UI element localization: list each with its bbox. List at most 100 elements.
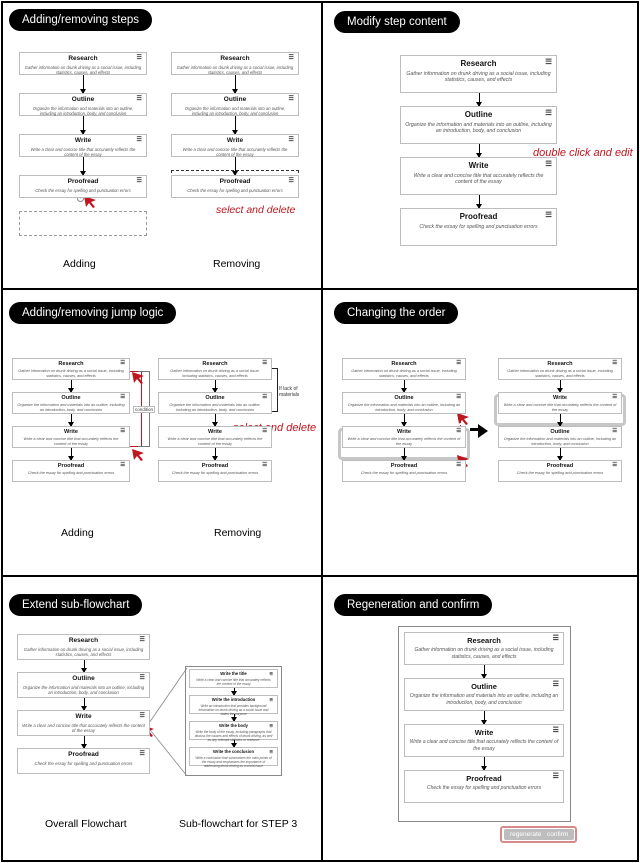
list-edit-icon[interactable]: ☰ [288, 136, 294, 143]
step-node[interactable]: Write the conclusion☰Write a conclusion … [189, 747, 278, 768]
list-edit-icon[interactable]: ☰ [288, 54, 294, 61]
step-node[interactable]: Write☰Write a clear and concise title th… [342, 426, 466, 448]
step-node[interactable]: Research☰Gather information on drunk dri… [158, 358, 272, 380]
list-edit-icon[interactable]: ☰ [120, 360, 125, 366]
drag-path [460, 400, 461, 448]
step-description: Organize the information and materials i… [184, 105, 286, 116]
step-node[interactable]: Research☰Gather information on drunk dri… [404, 632, 564, 665]
list-edit-icon[interactable]: ☰ [269, 749, 273, 754]
step-node[interactable]: Outline☰Organize the information and mat… [12, 392, 130, 414]
list-edit-icon[interactable]: ☰ [456, 394, 461, 400]
list-edit-icon[interactable]: ☰ [552, 772, 559, 780]
list-edit-icon[interactable]: ☰ [136, 95, 142, 102]
regenerate-button[interactable]: regenerate [504, 829, 548, 840]
step-description: Gather information on drunk driving as a… [24, 64, 142, 75]
list-edit-icon[interactable]: ☰ [139, 674, 145, 681]
step-node[interactable]: Write☰Write a clear and concise title th… [498, 392, 622, 414]
step-node[interactable]: Write☰Write a clear and concise title th… [171, 134, 299, 157]
list-edit-icon[interactable]: ☰ [262, 394, 267, 400]
list-edit-icon[interactable]: ☰ [612, 360, 617, 366]
zoom-lines [146, 667, 188, 777]
list-edit-icon[interactable]: ☰ [262, 360, 267, 366]
list-edit-icon[interactable]: ☰ [545, 57, 552, 66]
list-edit-icon[interactable]: ☰ [269, 697, 273, 702]
step-node[interactable]: Outline☰Organize the information and mat… [19, 93, 147, 116]
flow-arrow [481, 665, 487, 679]
flow-arrow [68, 380, 74, 393]
step-node[interactable]: Outline☰Organize the information and mat… [498, 426, 622, 448]
step-node[interactable]: Proofread☰Check the essay for spelling a… [404, 770, 564, 803]
list-edit-icon[interactable]: ☰ [552, 680, 559, 688]
step-node[interactable]: Write the introduction☰Write an introduc… [189, 695, 278, 716]
step-node[interactable]: Outline☰Organize the information and mat… [171, 93, 299, 116]
step-description: Organize the information and materials i… [405, 121, 552, 135]
list-edit-icon[interactable]: ☰ [136, 136, 142, 143]
panel-title: Modify step content [334, 11, 460, 33]
list-edit-icon[interactable]: ☰ [139, 750, 145, 757]
step-node[interactable]: Proofread☰Check the essay for spelling a… [12, 460, 130, 482]
step-node[interactable]: Research☰Gather information on drunk dri… [12, 358, 130, 380]
list-edit-icon[interactable]: ☰ [262, 462, 267, 468]
list-edit-icon[interactable]: ☰ [456, 428, 461, 434]
list-edit-icon[interactable]: ☰ [552, 634, 559, 642]
step-description: Check the essay for spelling and punctua… [35, 187, 131, 193]
list-edit-icon[interactable]: ☰ [288, 95, 294, 102]
list-edit-icon[interactable]: ☰ [139, 636, 145, 643]
step-node[interactable]: Proofread☰Check the essay for spelling a… [171, 175, 299, 198]
list-edit-icon[interactable]: ☰ [269, 723, 273, 728]
list-edit-icon[interactable]: ☰ [612, 428, 617, 434]
step-node[interactable]: Proofread☰Check the essay for spelling a… [498, 460, 622, 482]
list-edit-icon[interactable]: ☰ [552, 726, 559, 734]
step-node[interactable]: Research☰Gather information on drunk dri… [498, 358, 622, 380]
step-node[interactable]: Proofread☰Check the essay for spelling a… [19, 175, 147, 198]
step-node[interactable]: Research☰Gather information on drunk dri… [342, 358, 466, 380]
panel-title: Adding/removing steps [9, 9, 152, 31]
list-edit-icon[interactable]: ☰ [136, 54, 142, 61]
step-node[interactable]: Proofread☰Check the essay for spelling a… [400, 208, 557, 246]
list-edit-icon[interactable]: ☰ [456, 360, 461, 366]
list-edit-icon[interactable]: ☰ [612, 462, 617, 468]
step-node[interactable]: Research☰Gather information on drunk dri… [19, 52, 147, 75]
step-node[interactable]: Write☰Write a clear and concise title th… [12, 426, 130, 448]
list-edit-icon[interactable]: ☰ [612, 394, 617, 400]
step-description: Gather information on drunk driving as a… [18, 368, 124, 378]
list-edit-icon[interactable]: ☰ [120, 428, 125, 434]
step-node[interactable]: Proofread☰Check the essay for spelling a… [342, 460, 466, 482]
list-edit-icon[interactable]: ☰ [456, 462, 461, 468]
list-edit-icon[interactable]: ☰ [269, 671, 273, 676]
step-node[interactable]: Proofread☰Check the essay for spelling a… [17, 748, 150, 774]
step-node[interactable]: Research☰Gather information on drunk dri… [171, 52, 299, 75]
step-node[interactable]: Outline☰Organize the information and mat… [158, 392, 272, 414]
step-node[interactable]: Research☰Gather information on drunk dri… [400, 55, 557, 93]
step-node[interactable]: Write the title☰Write a clear and concis… [189, 669, 278, 688]
step-node[interactable]: Write the body☰Write the body of the ess… [189, 721, 278, 742]
confirm-button[interactable]: confirm [541, 829, 575, 840]
step-node[interactable]: Write☰Write a clear and concise title th… [404, 724, 564, 757]
step-node[interactable]: Write☰Write a clear and concise title th… [17, 710, 150, 736]
step-node[interactable]: Outline☰Organize the information and mat… [400, 106, 557, 144]
flow-arrow [212, 414, 218, 427]
list-edit-icon[interactable]: ☰ [136, 177, 142, 184]
list-edit-icon[interactable]: ☰ [288, 177, 294, 184]
step-node[interactable]: Research☰Gather information on drunk dri… [17, 634, 150, 660]
step-title: Write [75, 713, 92, 721]
step-node[interactable]: Write☰Write a clear and concise title th… [19, 134, 147, 157]
step-node[interactable]: Write☰Write a clear and concise title th… [400, 157, 557, 195]
step-node[interactable]: Write☰Write a clear and concise title th… [158, 426, 272, 448]
step-node[interactable]: Outline☰Organize the information and mat… [342, 392, 466, 414]
step-node[interactable]: Outline☰Organize the information and mat… [404, 678, 564, 711]
step-description: Check the essay for spelling and punctua… [427, 785, 541, 792]
step-description: Write a clear and concise title that acc… [413, 172, 544, 186]
step-node[interactable]: Proofread☰Check the essay for spelling a… [158, 460, 272, 482]
step-description: Gather information on drunk driving as a… [23, 646, 144, 657]
list-edit-icon[interactable]: ☰ [139, 712, 145, 719]
step-description: Write the body of the essay, including p… [194, 729, 273, 742]
step-node[interactable]: Outline☰Organize the information and mat… [17, 672, 150, 698]
list-edit-icon[interactable]: ☰ [545, 210, 552, 219]
list-edit-icon[interactable]: ☰ [120, 394, 125, 400]
caption-right: Removing [214, 527, 262, 539]
list-edit-icon[interactable]: ☰ [545, 108, 552, 117]
list-edit-icon[interactable]: ☰ [262, 428, 267, 434]
list-edit-icon[interactable]: ☰ [120, 462, 125, 468]
list-edit-icon[interactable]: ☰ [545, 159, 552, 168]
